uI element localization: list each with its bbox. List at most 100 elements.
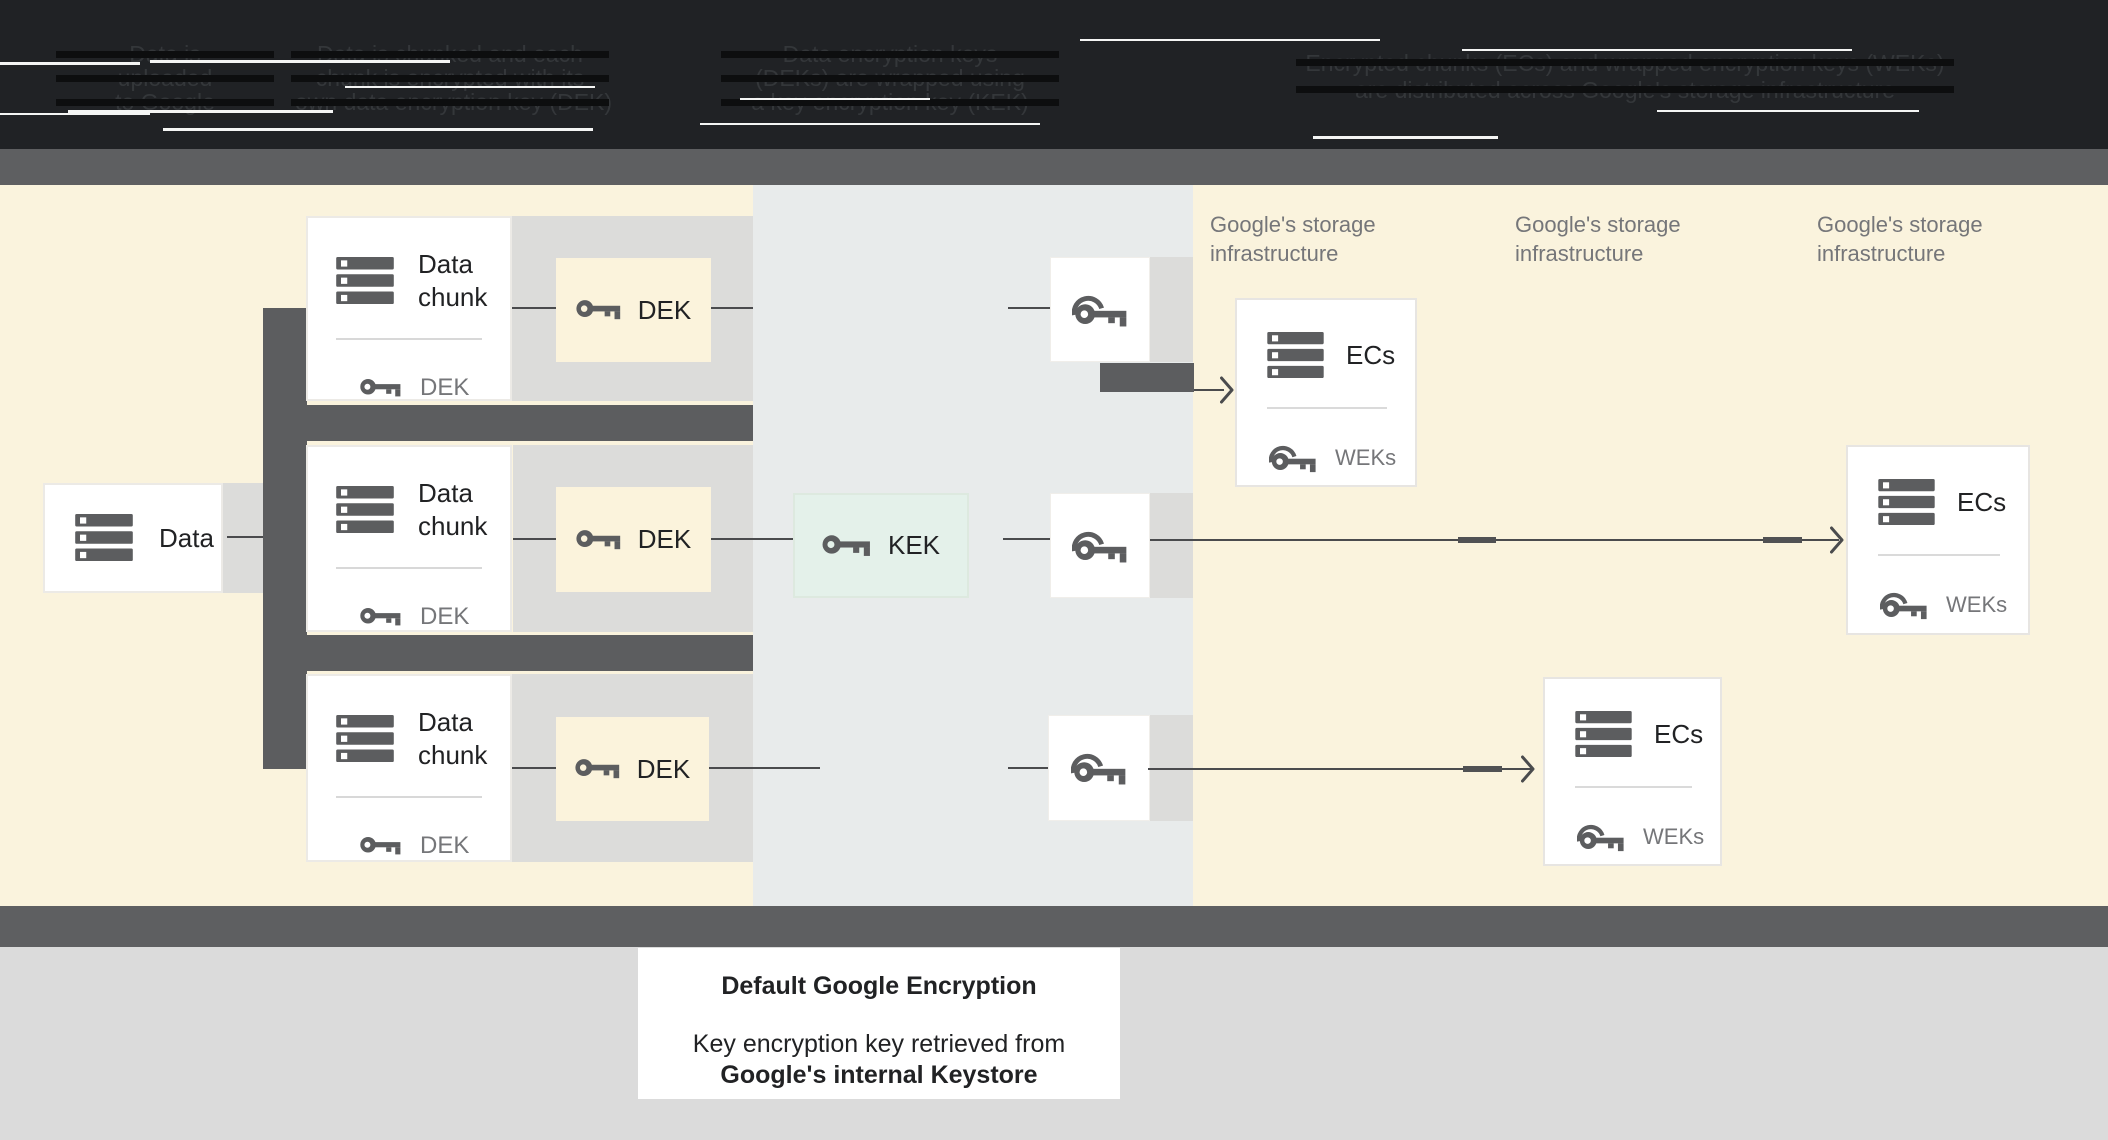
- key-arc-icon: [1072, 289, 1128, 331]
- connector-line: [1008, 307, 1050, 309]
- key-wrap-box: [1048, 715, 1150, 821]
- chunk-title-row: Data chunk: [336, 248, 510, 314]
- chunk-split-trunk: [263, 308, 307, 769]
- connector-line: [512, 767, 556, 769]
- artifact-line: [150, 60, 450, 63]
- step-caption-upload: Data is uploaded to Google: [56, 42, 274, 114]
- server-icon: [75, 514, 133, 562]
- connector-strip: [223, 483, 263, 593]
- artifact-line: [0, 62, 140, 65]
- arrow-dash: [1458, 537, 1496, 543]
- artifact-line: [0, 113, 150, 115]
- data-chunk-box: Data chunk DEK: [306, 216, 512, 401]
- step-text: uploaded: [56, 66, 274, 90]
- key-icon: [360, 835, 402, 857]
- ec-title-row: ECs: [1575, 711, 1720, 758]
- arrow-dash: [1763, 537, 1802, 543]
- artifact-line: [345, 86, 595, 88]
- chunk-title: Data chunk: [418, 707, 488, 770]
- artifact-line: [68, 110, 333, 113]
- chunk-key-row: DEK: [360, 832, 510, 860]
- dek-box: DEK: [556, 487, 711, 592]
- divider: [336, 338, 482, 340]
- dek-box: DEK: [556, 258, 711, 362]
- connector-strip: [1150, 493, 1193, 598]
- artifact-line: [163, 128, 593, 131]
- step-caption-chunking: Data is chunked and each chunk is encryp…: [291, 42, 612, 114]
- chunk-key-row: DEK: [360, 603, 510, 631]
- connector-line: [711, 307, 753, 309]
- ec-key-label: WEKs: [1946, 592, 2008, 617]
- server-icon: [1575, 711, 1632, 758]
- chunk-key-label: DEK: [420, 603, 470, 630]
- step-text: a key encryption key (KEK): [721, 90, 1059, 114]
- dek-box: DEK: [556, 717, 709, 821]
- arrow-line: [1194, 389, 1224, 391]
- divider: [336, 796, 482, 798]
- kek-label: KEK: [887, 530, 941, 560]
- chunk-title-row: Data chunk: [336, 706, 510, 772]
- connector-line: [709, 767, 820, 769]
- key-arc-icon: [1071, 747, 1127, 789]
- divider: [1878, 554, 2000, 556]
- key-wrap-box: [1050, 493, 1150, 598]
- key-arc-icon: [1072, 525, 1128, 567]
- chunk-title-row: Data chunk: [336, 477, 510, 543]
- storage-infrastructure-label: Google's storage infrastructure: [1210, 212, 1376, 266]
- divider: [1267, 407, 1387, 409]
- server-icon: [1878, 479, 1935, 526]
- server-icon: [336, 486, 394, 534]
- bottom-divider-bar: [0, 906, 2108, 947]
- step-text: are distributed across Google's storage …: [1296, 77, 1954, 104]
- artifact-line: [740, 98, 930, 100]
- ec-title-row: ECs: [1878, 479, 2028, 526]
- divider: [1575, 786, 1692, 788]
- key-arc-icon: [1880, 586, 1928, 624]
- storage-infrastructure-label: Google's storage infrastructure: [1817, 212, 1983, 266]
- encrypted-chunks-box: ECs WEKs: [1543, 677, 1722, 866]
- artifact-line: [1462, 49, 1852, 51]
- chunk-key-row: DEK: [360, 374, 510, 402]
- caption-title: Default Google Encryption: [721, 972, 1037, 1000]
- arrow-dash: [1463, 766, 1502, 772]
- connector-line: [1008, 767, 1050, 769]
- connector-line: [227, 536, 263, 538]
- ec-title-row: ECs: [1267, 332, 1415, 379]
- arrowhead-icon: [1220, 376, 1234, 404]
- artifact-line: [1657, 110, 1919, 112]
- ec-key-label: WEKs: [1335, 445, 1397, 470]
- key-wrap-box: [1050, 257, 1150, 362]
- chunk-split-band: [307, 635, 753, 671]
- storage-infrastructure-label: Google's storage infrastructure: [1515, 212, 1681, 266]
- encrypted-chunks-box: ECs WEKs: [1846, 445, 2030, 635]
- ec-title: ECs: [1654, 719, 1704, 749]
- encrypted-chunks-box: ECs WEKs: [1235, 298, 1417, 487]
- connector-line: [512, 307, 556, 309]
- key-icon: [360, 606, 402, 628]
- arrowhead-icon: [1521, 755, 1535, 783]
- server-icon: [336, 257, 394, 305]
- step-text: Data encryption keys: [721, 42, 1059, 66]
- caption-card: Default Google Encryption Key encryption…: [638, 948, 1120, 1099]
- top-divider-bar: [0, 149, 2108, 185]
- dek-label: DEK: [637, 294, 692, 325]
- key-icon: [576, 298, 622, 322]
- artifact-line: [1313, 136, 1498, 139]
- data-chunk-box: Data chunk DEK: [306, 445, 512, 632]
- key-icon: [576, 528, 622, 552]
- arrow-line: [1148, 768, 1534, 770]
- data-chunk-box: Data chunk DEK: [306, 674, 512, 862]
- ec-key-row: WEKs: [1880, 586, 2028, 624]
- data-box: Data: [43, 483, 223, 593]
- ec-key-row: WEKs: [1269, 439, 1415, 477]
- chunk-title: Data chunk: [418, 249, 488, 312]
- kek-box: KEK: [793, 493, 969, 598]
- arrowhead-icon: [1830, 526, 1844, 554]
- key-arc-icon: [1577, 818, 1625, 856]
- key-icon: [822, 533, 872, 559]
- footer-area: Default Google Encryption Key encryption…: [0, 947, 2108, 1140]
- wrapped-key-block: [1100, 363, 1194, 392]
- key-arc-icon: [1269, 439, 1317, 477]
- ec-title: ECs: [1346, 340, 1396, 370]
